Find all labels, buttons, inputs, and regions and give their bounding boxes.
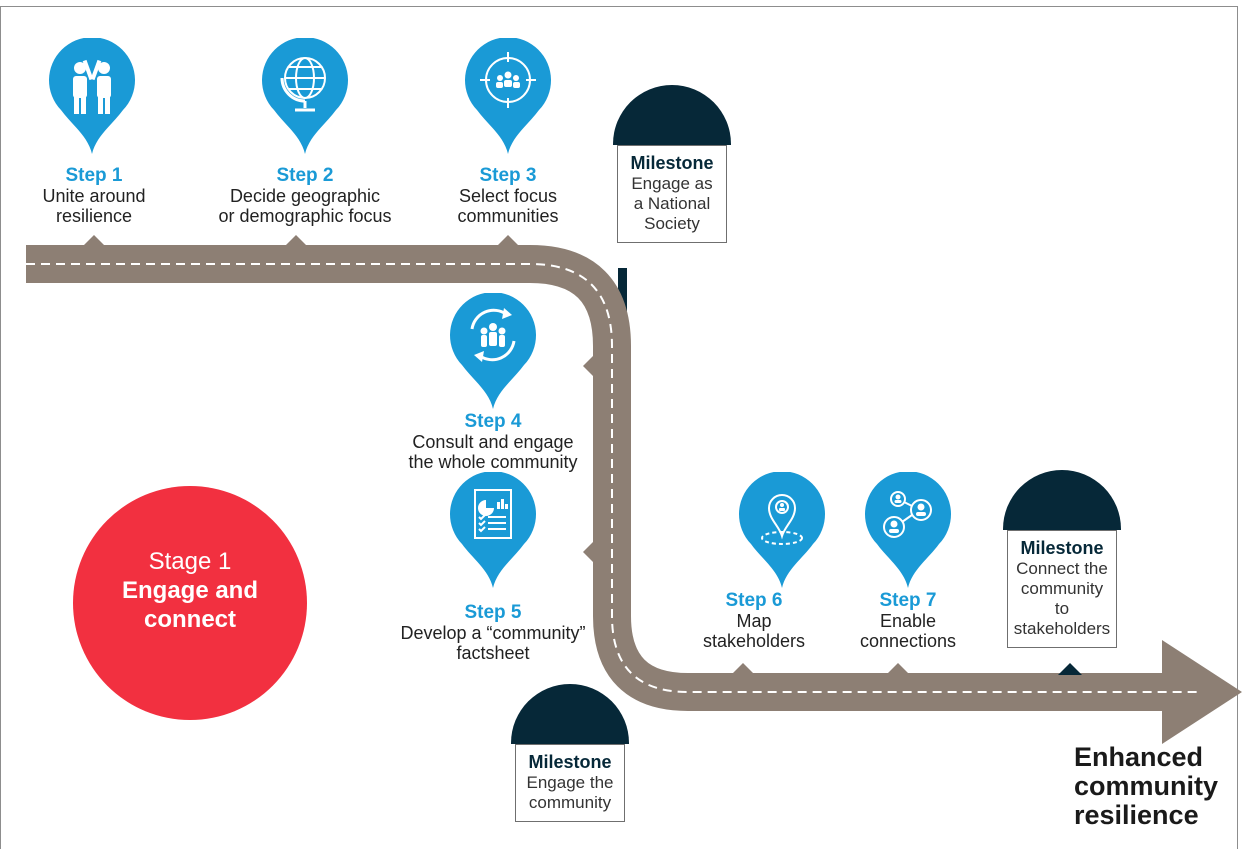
milestone-dome xyxy=(511,684,629,744)
milestone-2: Milestone Engage the community xyxy=(511,684,629,822)
milestone-dome xyxy=(613,85,731,145)
stage-title: Engage and connect xyxy=(121,577,259,633)
people-high-five-icon xyxy=(49,38,135,154)
step-description-line: or demographic focus xyxy=(218,206,392,226)
step-title: Step 7 xyxy=(879,590,937,611)
milestone-description-line: community xyxy=(528,793,612,812)
step-description-line: Consult and engage xyxy=(412,432,574,452)
step-description-line: Map xyxy=(736,611,772,631)
outcome-line: community xyxy=(1074,771,1219,801)
outcome-line: resilience xyxy=(1074,800,1199,830)
step-description-line: Decide geographic xyxy=(229,186,381,206)
step-7-label: Step 7 Enable connections xyxy=(846,590,970,652)
step-2-label: Step 2 Decide geographic or demographic … xyxy=(195,165,415,227)
step-title: Step 3 xyxy=(479,165,537,186)
milestone-description-line: Society xyxy=(644,214,700,233)
step-title: Step 2 xyxy=(276,165,334,186)
notch-step-4 xyxy=(583,354,595,378)
step-4-label: Step 4 Consult and engage the whole comm… xyxy=(385,411,601,473)
stage-circle: Stage 1 Engage and connect xyxy=(73,486,307,720)
milestone-description-line: Engage as xyxy=(631,174,713,193)
road-arrowhead xyxy=(1162,640,1242,744)
milestone-box: Milestone Connect the community to stake… xyxy=(1007,530,1117,648)
notch-step-6 xyxy=(731,663,755,675)
step-description-line: Enable xyxy=(879,611,937,631)
step-description-line: the whole community xyxy=(408,452,578,472)
step-title: Step 4 xyxy=(464,411,522,432)
milestone-1: Milestone Engage as a National Society xyxy=(613,85,731,243)
step-title: Step 5 xyxy=(464,602,522,623)
notch-milestone-3 xyxy=(1058,663,1082,675)
step-description-line: factsheet xyxy=(456,643,530,663)
step-6-label: Step 6 Map stakeholders xyxy=(692,590,816,652)
milestone-title: Milestone xyxy=(630,153,714,173)
step-title: Step 1 xyxy=(65,165,123,186)
notch-step-5 xyxy=(583,540,595,564)
road-centre-line xyxy=(26,263,1200,693)
milestone-title: Milestone xyxy=(528,752,612,772)
milestone-description-line: Engage the xyxy=(526,773,614,792)
step-3-label: Step 3 Select focus communities xyxy=(428,165,588,227)
step-description-line: resilience xyxy=(55,206,133,226)
milestone-title: Milestone xyxy=(1020,538,1104,558)
step-title: Step 6 xyxy=(725,590,783,611)
step-description-line: connections xyxy=(859,631,957,651)
milestone-description-line: Connect the xyxy=(1016,559,1108,578)
step-description-line: stakeholders xyxy=(702,631,806,651)
milestone-box: Milestone Engage as a National Society xyxy=(617,145,727,243)
milestone-description-line: a National xyxy=(633,194,711,213)
network-icon xyxy=(865,472,951,588)
notch-step-1 xyxy=(82,235,106,247)
community-cycle-icon xyxy=(450,293,536,409)
notch-step-7 xyxy=(886,663,910,675)
step-1-label: Step 1 Unite around resilience xyxy=(14,165,174,227)
stage-label: Stage 1 xyxy=(148,548,232,575)
milestone-description-line: stakeholders xyxy=(1013,619,1111,638)
step-5-label: Step 5 Develop a “community” factsheet xyxy=(383,602,603,664)
step-description-line: Unite around xyxy=(42,186,146,206)
road-notches xyxy=(82,235,910,675)
outcome-line: Enhanced xyxy=(1074,742,1204,772)
milestone-box: Milestone Engage the community xyxy=(515,744,625,822)
map-location-icon xyxy=(739,472,825,588)
milestone-dome xyxy=(1003,470,1121,530)
step-description-line: Select focus xyxy=(458,186,558,206)
milestone-3: Milestone Connect the community to stake… xyxy=(1003,470,1121,648)
factsheet-icon xyxy=(450,472,536,588)
notch-step-3 xyxy=(496,235,520,247)
step-description-line: Develop a “community” xyxy=(400,623,586,643)
outcome-label: Enhanced community resilience xyxy=(1074,743,1239,830)
diagram-frame xyxy=(0,6,1238,849)
target-group-icon xyxy=(465,38,551,154)
step-description-line: communities xyxy=(457,206,559,226)
milestone-description-line: community to xyxy=(1020,579,1104,618)
globe-icon xyxy=(262,38,348,154)
notch-step-2 xyxy=(284,235,308,247)
